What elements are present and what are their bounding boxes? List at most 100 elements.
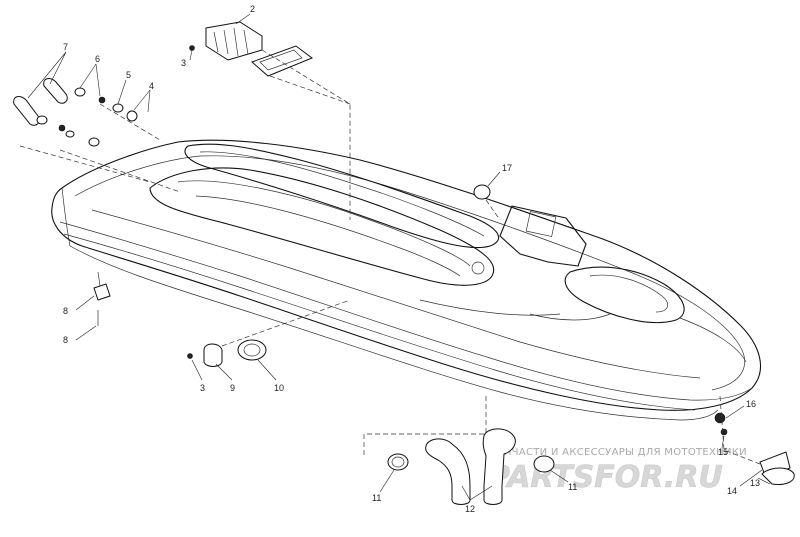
footwell-line [419, 299, 561, 316]
watermark-tagline: ЗАПЧАСТИ И АКСЕССУАРЫ ДЛЯ МОТОТЕХНИКИ [490, 447, 747, 458]
hull-outline [51, 139, 761, 411]
leader-12 [461, 485, 493, 501]
gasket-inner [259, 49, 303, 71]
footwell-line-b [529, 313, 611, 321]
callout-15: 15 [718, 447, 728, 457]
hose-dashline-b [59, 149, 181, 193]
elbow-hose-left [425, 438, 471, 505]
washer-15 [720, 428, 728, 436]
leader-15 [721, 435, 725, 449]
drain-plug [93, 283, 111, 301]
clamp-11a [387, 453, 409, 471]
callout-17: 17 [502, 163, 512, 173]
leader-2 [235, 13, 251, 25]
vent-grille-group [189, 13, 351, 220]
stern-line [61, 187, 71, 247]
callout-13: 13 [750, 478, 760, 488]
watermark-logo: PARTSFOR.RU [488, 460, 723, 495]
seat-outline [149, 167, 495, 286]
fitting-9 [203, 343, 223, 367]
washer-a2 [98, 96, 106, 104]
side-groove [91, 209, 701, 379]
elbow-hose-right [482, 428, 516, 505]
hose-right [43, 78, 68, 104]
bracket-13 [761, 467, 795, 485]
leader-7 [27, 51, 67, 99]
leader-8b [75, 325, 97, 341]
cap-17 [473, 184, 491, 200]
ring-10-inner [243, 343, 261, 357]
washer-a1 [58, 124, 66, 132]
callout-labels: 2 3 7 6 5 4 17 8 8 3 9 10 16 15 11 11 12… [63, 4, 760, 514]
callout-8a: 8 [63, 306, 68, 316]
hose-fittings-group [13, 51, 181, 193]
deck-fitting [471, 261, 485, 275]
callout-12: 12 [465, 504, 475, 514]
leader-10 [257, 359, 277, 381]
vent-dashline [261, 49, 351, 220]
cap-17-dashline [485, 199, 501, 221]
leader-11a [379, 469, 395, 493]
leader-3a [189, 49, 193, 61]
grille-slots [213, 27, 249, 57]
elbow-hoses-group [363, 396, 569, 505]
clamp-a2 [74, 87, 86, 97]
hose-dashline-a [19, 145, 151, 183]
leader-9 [215, 363, 233, 381]
leader-14 [739, 469, 763, 487]
chine-line [69, 245, 719, 421]
gunwale-line-lower [63, 233, 696, 411]
seat-inner-a [177, 180, 471, 267]
callout-6: 6 [95, 54, 100, 64]
bow-line [679, 317, 747, 363]
callout-11a: 11 [372, 493, 381, 503]
leader-16 [725, 405, 745, 419]
callout-3a: 3 [181, 58, 186, 68]
vent-screw [189, 45, 195, 51]
vent-dashline-b [269, 75, 351, 105]
nut-a2 [112, 103, 124, 113]
vent-gasket [251, 45, 314, 77]
fitting-ring-group [187, 299, 351, 381]
clamp-11a-inner [391, 456, 405, 468]
callout-10: 10 [274, 383, 284, 393]
leader-3b [191, 359, 203, 381]
front-hatch [564, 266, 685, 324]
hose-left [13, 96, 40, 126]
vent-grille [205, 21, 263, 61]
cap-17-group [473, 171, 501, 221]
leader-13 [757, 477, 771, 485]
elbow-dashline [363, 396, 487, 456]
drain-plug-group [75, 271, 111, 341]
hose-dashline-c [99, 103, 161, 141]
callout-9: 9 [230, 383, 235, 393]
cap-a [126, 110, 138, 122]
callout-5: 5 [126, 70, 131, 80]
nut-16 [714, 412, 726, 424]
watermark: ЗАПЧАСТИ И АКСЕССУАРЫ ДЛЯ МОТОТЕХНИКИ PA… [488, 447, 747, 495]
ring-dashline [221, 299, 351, 347]
ring-10 [237, 339, 267, 361]
leader-8a [75, 295, 95, 311]
bow-fitting-group [714, 395, 795, 487]
gunwale-line [59, 221, 753, 401]
steering-console [499, 205, 587, 267]
leader-6 [79, 63, 101, 97]
bow-dashline [719, 395, 761, 465]
drain-plug-stem [97, 271, 101, 287]
callout-4: 4 [149, 81, 154, 91]
leader-5 [117, 79, 127, 105]
clamp-a1 [36, 115, 48, 125]
screw-3b [187, 353, 193, 359]
callout-3b: 3 [200, 383, 205, 393]
callout-14: 14 [727, 486, 737, 496]
nut-a1 [88, 137, 100, 147]
clamp-11b [533, 455, 555, 473]
hatch-rim-inner [199, 151, 485, 237]
callout-11b: 11 [568, 482, 577, 492]
leader-11b [549, 469, 569, 483]
leader-4 [133, 89, 151, 113]
hull-assembly [51, 139, 761, 421]
